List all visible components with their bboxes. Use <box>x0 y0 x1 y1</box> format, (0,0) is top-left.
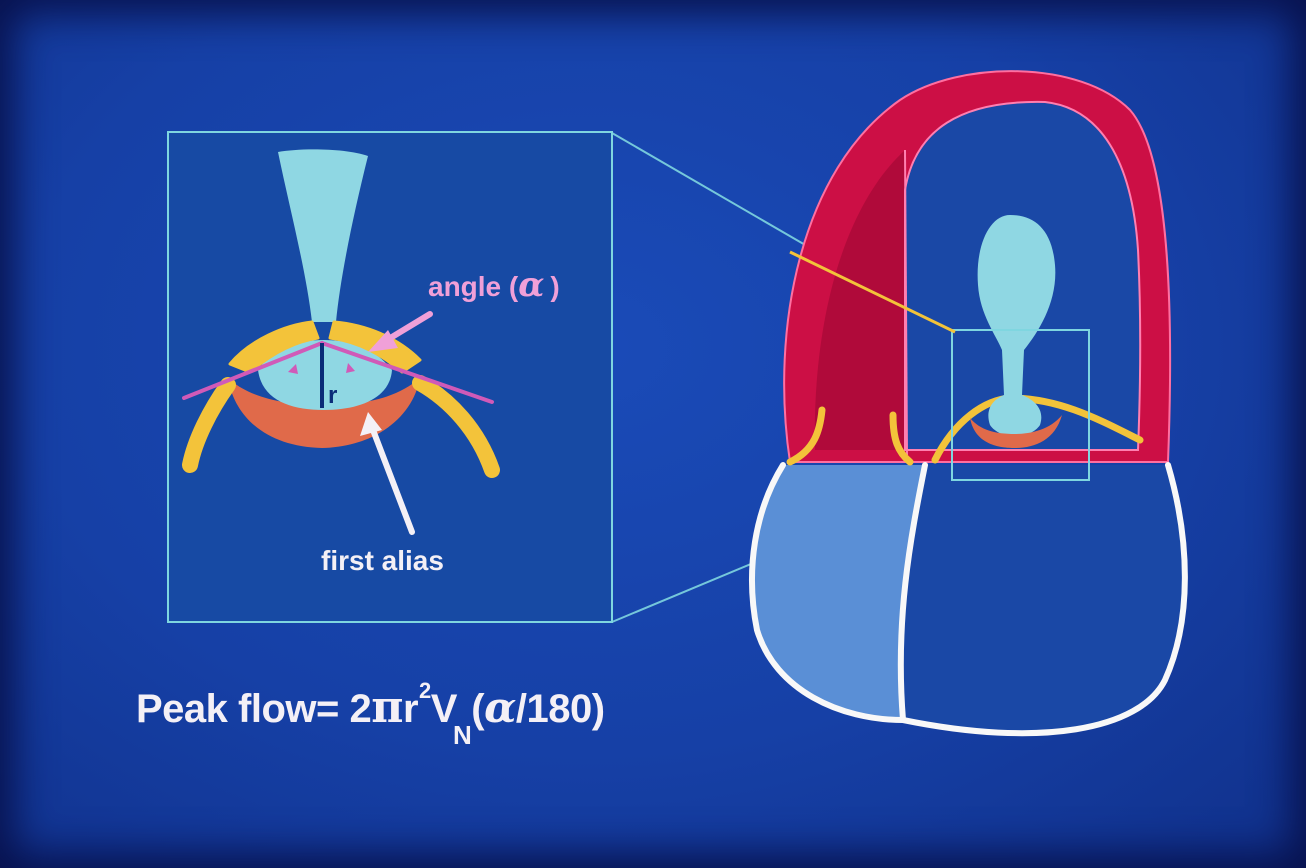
radius-label: r <box>328 382 337 409</box>
formula-r: r <box>403 687 418 732</box>
formula-v-subscript: N <box>453 720 471 751</box>
zoom-inset: r angle (α) first alias <box>168 132 612 622</box>
heart-illustration <box>752 71 1185 733</box>
first-alias-label: first alias <box>321 545 444 576</box>
formula-alpha: α <box>484 683 516 732</box>
alpha-symbol: α <box>518 265 544 305</box>
formula-rest: /180) <box>516 687 605 732</box>
formula-open-paren: ( <box>471 687 484 732</box>
formula-r-exponent: 2 <box>419 678 431 704</box>
lower-right-chamber <box>901 465 1185 733</box>
formula-pi: π <box>371 682 403 733</box>
peak-flow-formula: Peak flow= 2πr2VN(α/180) <box>136 682 696 772</box>
angle-label: angle (α) <box>428 265 560 305</box>
formula-lead: Peak flow= 2 <box>136 687 371 732</box>
